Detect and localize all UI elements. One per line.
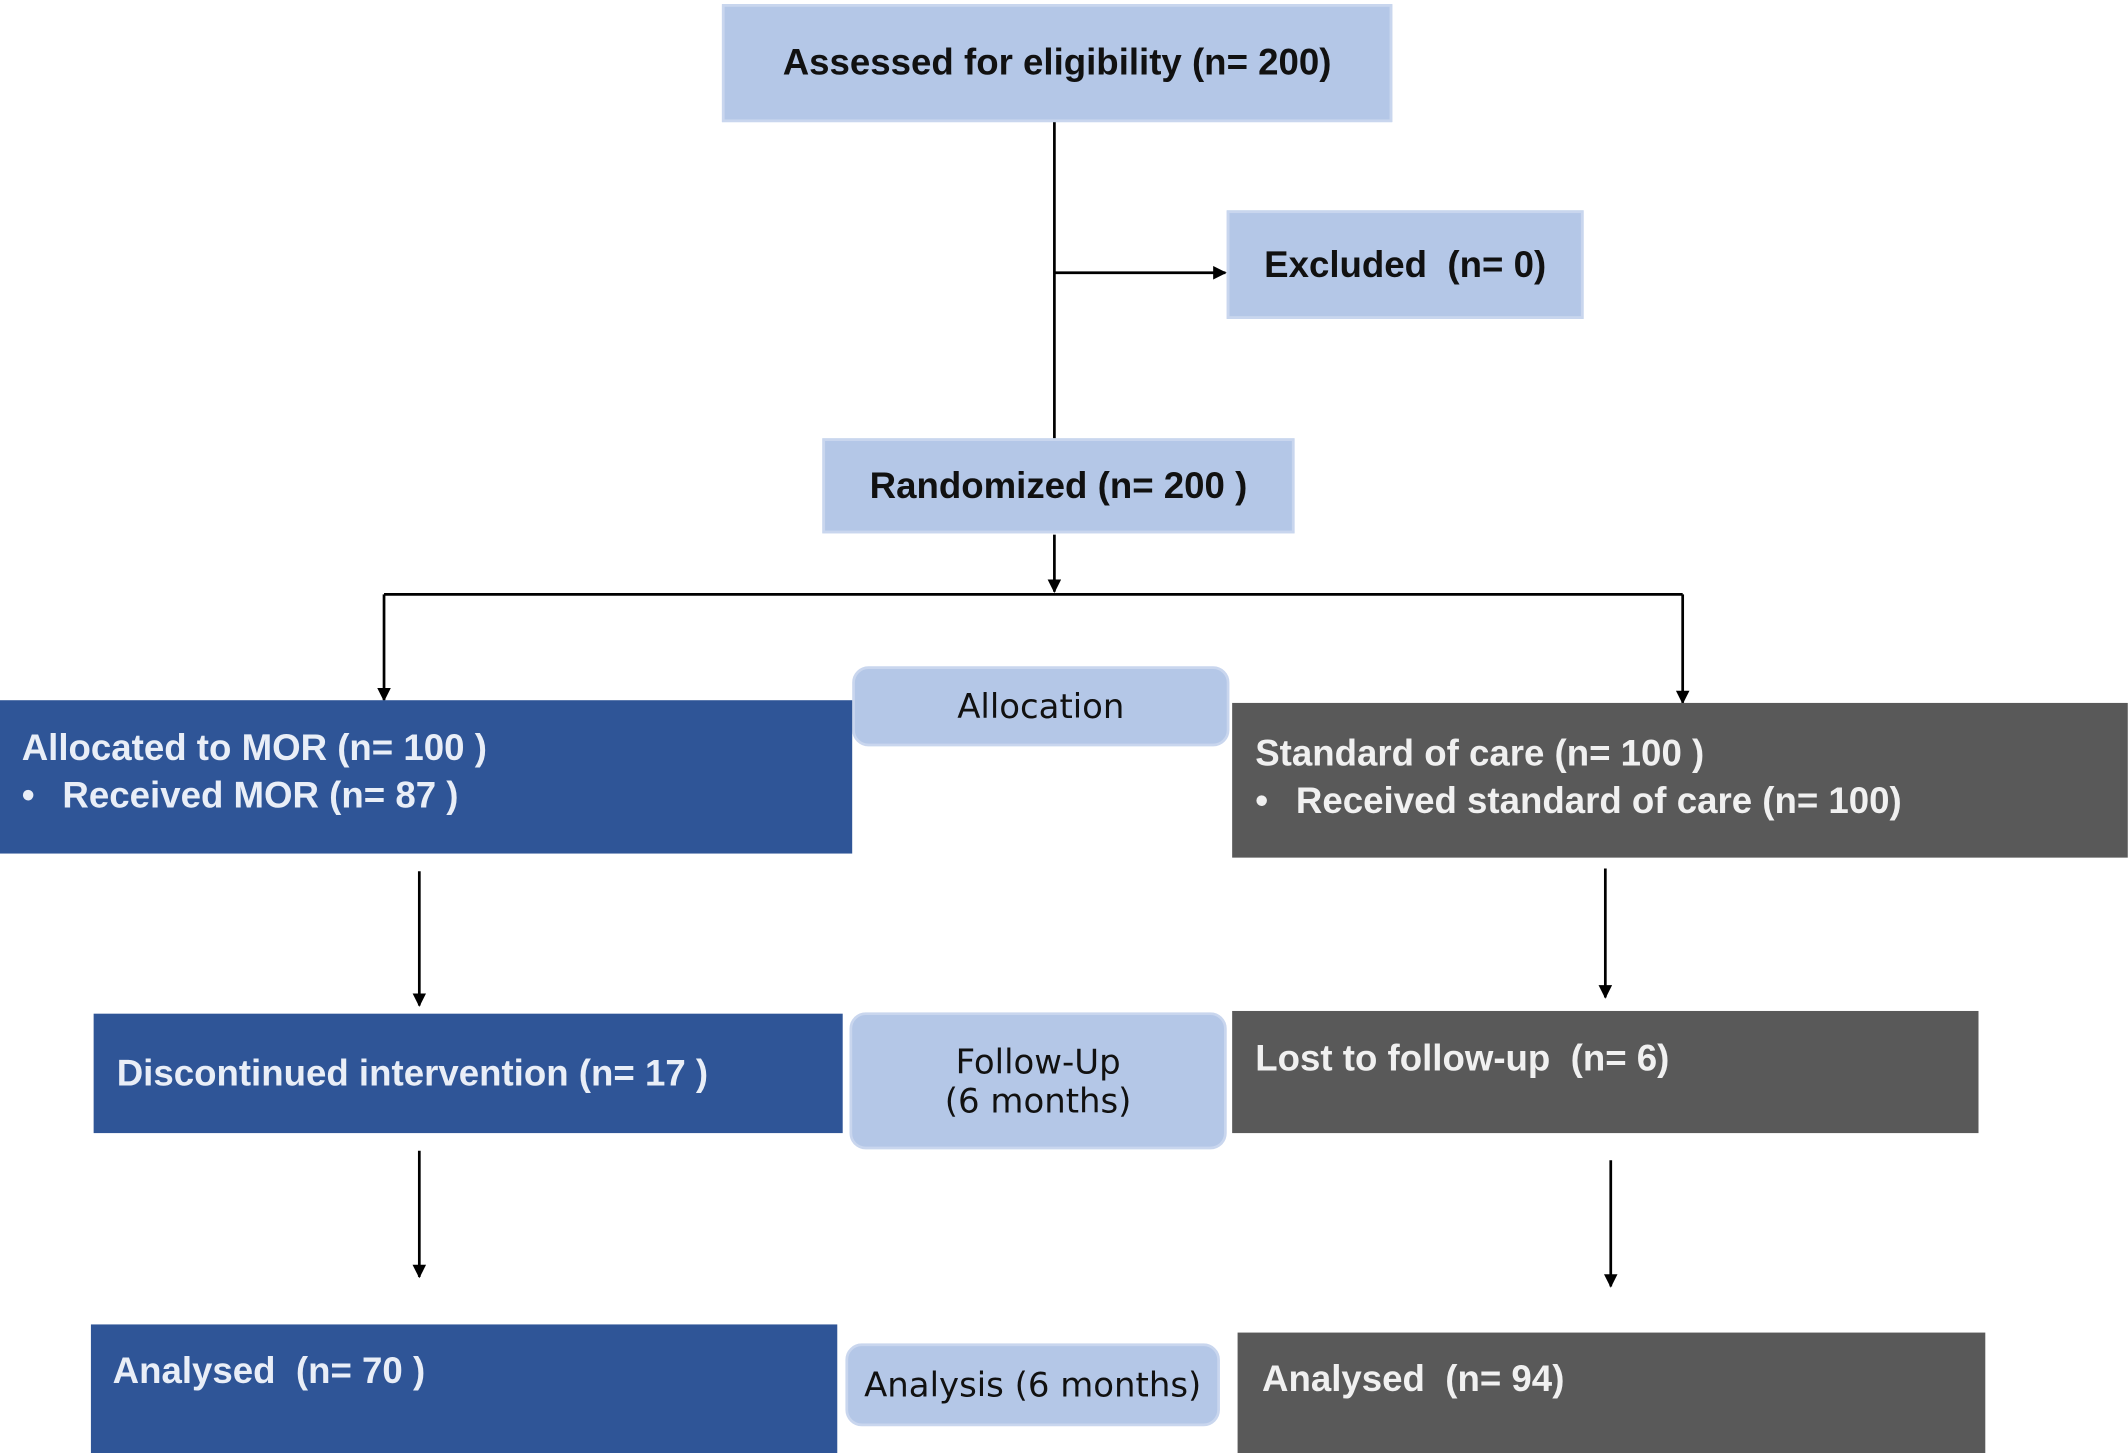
soc-allocated-label: Standard of care (n= 100 )	[1255, 732, 1705, 774]
mor-allocated-box: Allocated to MOR (n= 100 ) • Received MOR…	[0, 700, 853, 854]
mor-allocated-label: Allocated to MOR (n= 100 )	[21, 727, 487, 769]
bullet-icon: •	[1255, 780, 1269, 821]
soc-analysed-label: Analysed (n= 94)	[1262, 1358, 1565, 1400]
soc-received-item: • Received standard of care (n= 100)	[1255, 778, 2128, 825]
followup-phase-label: Follow-Up (6 months)	[849, 1012, 1227, 1150]
followup-label-line1: Follow-Up	[955, 1041, 1121, 1081]
randomized-box: Randomized (n= 200 )	[822, 438, 1295, 534]
soc-analysed-box: Analysed (n= 94)	[1237, 1332, 1986, 1453]
soc-lost-box: Lost to follow-up (n= 6)	[1232, 1010, 1979, 1134]
soc-lost-label: Lost to follow-up (n= 6)	[1255, 1038, 1670, 1079]
randomized-label: Randomized (n= 200 )	[869, 464, 1248, 506]
followup-label-line2: (6 months)	[944, 1080, 1132, 1121]
excluded-label: Excluded (n= 0)	[1264, 243, 1547, 285]
analysis-label: Analysis (6 months)	[864, 1365, 1202, 1405]
mor-analysed-label: Analysed (n= 70 )	[112, 1350, 426, 1391]
soc-received-label: Received standard of care (n= 100)	[1295, 780, 1902, 821]
allocation-phase-label: Allocation	[852, 666, 1230, 747]
allocation-label: Allocation	[957, 686, 1125, 726]
assessed-box: Assessed for eligibility (n= 200)	[721, 4, 1393, 123]
bullet-icon: •	[21, 774, 35, 816]
assessed-label: Assessed for eligibility (n= 200)	[782, 42, 1332, 83]
mor-received-label: Received MOR (n= 87 )	[62, 774, 459, 816]
mor-received-item: • Received MOR (n= 87 )	[22, 772, 852, 819]
mor-discontinued-box: Discontinued intervention (n= 17 )	[93, 1013, 843, 1134]
soc-allocated-box: Standard of care (n= 100 ) • Received sta…	[1232, 702, 2128, 858]
excluded-box: Excluded (n= 0)	[1226, 210, 1584, 319]
mor-analysed-box: Analysed (n= 70 )	[90, 1324, 838, 1453]
mor-discontinued-label: Discontinued intervention (n= 17 )	[116, 1052, 709, 1094]
analysis-phase-label: Analysis (6 months)	[845, 1343, 1220, 1427]
